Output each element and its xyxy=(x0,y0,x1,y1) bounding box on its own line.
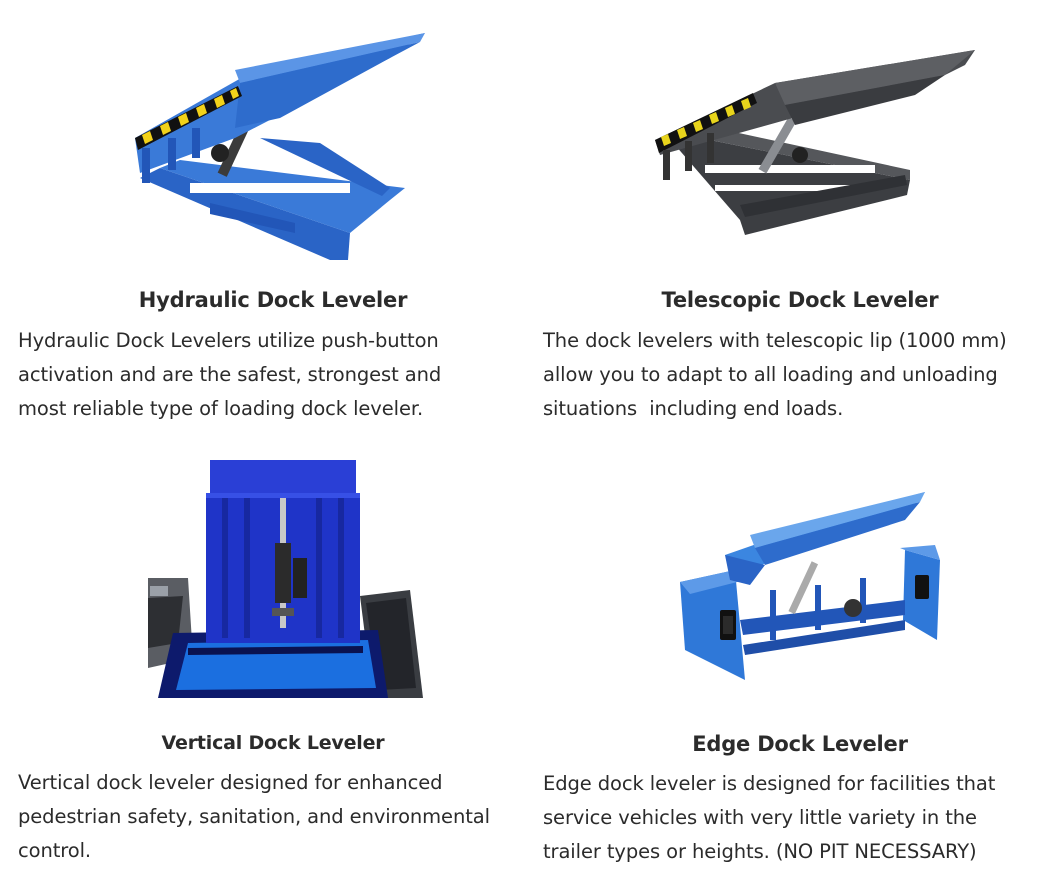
telescopic-dock-leveler-image xyxy=(645,45,985,245)
product-title: Vertical Dock Leveler xyxy=(161,732,385,754)
description-line: most reliable type of loading dock level… xyxy=(18,397,424,420)
description-line: situations including end loads. xyxy=(543,397,844,420)
product-description: Edge dock leveler is designed for facili… xyxy=(543,767,1055,869)
description-line: Hydraulic Dock Levelers utilize push-but… xyxy=(18,329,439,352)
product-description: The dock levelers with telescopic lip (1… xyxy=(543,324,1055,426)
product-title: Hydraulic Dock Leveler xyxy=(138,288,408,312)
description-line: service vehicles with very little variet… xyxy=(543,806,977,829)
product-description: Hydraulic Dock Levelers utilize push-but… xyxy=(18,324,518,426)
description-line: allow you to adapt to all loading and un… xyxy=(543,363,998,386)
description-line: control. xyxy=(18,839,91,862)
description-line: Vertical dock leveler designed for enhan… xyxy=(18,771,443,794)
product-title: Edge Dock Leveler xyxy=(692,732,908,756)
description-line: activation and are the safest, strongest… xyxy=(18,363,442,386)
edge-dock-leveler-image xyxy=(675,490,950,685)
description-line: pedestrian safety, sanitation, and envir… xyxy=(18,805,490,828)
vertical-dock-leveler-image xyxy=(148,458,423,703)
hydraulic-dock-leveler-image xyxy=(120,28,440,268)
description-line: trailer types or heights. (NO PIT NECESS… xyxy=(543,840,977,863)
product-description: Vertical dock leveler designed for enhan… xyxy=(18,766,533,868)
description-line: The dock levelers with telescopic lip (1… xyxy=(543,329,1007,352)
product-title: Telescopic Dock Leveler xyxy=(661,288,939,312)
description-line: Edge dock leveler is designed for facili… xyxy=(543,772,996,795)
